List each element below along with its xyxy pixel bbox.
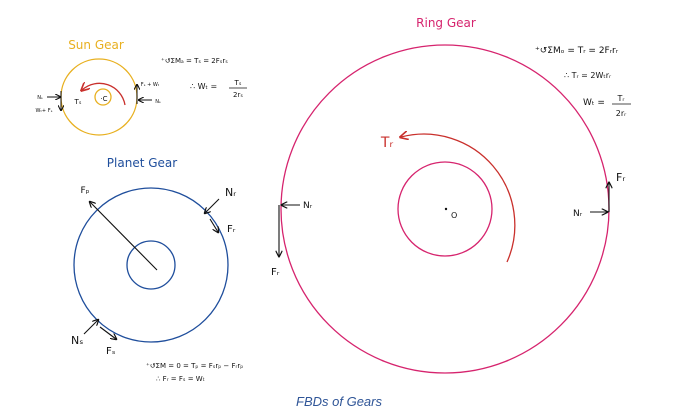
ring-eq-torque: ∴ Tᵣ = 2Wₜrᵣ	[564, 71, 612, 80]
sun-right-force-top: Fₛ + Wₜ	[141, 82, 160, 88]
planet-fs-arrow	[99, 326, 116, 339]
ring-torque-arrow	[401, 134, 516, 263]
sun-gear-group: Sun Gear ·C Tₛ Nₛ Wₜ+ Fₛ Fₛ + Wₜ Nₛ ⁺↺ΣM…	[36, 38, 247, 136]
ring-gear-group: Ring Gear Tᵣ O Nᵣ Fᵣ Nᵣ Fᵣ ⁺↺ΣMₒ = Tᵣ = …	[271, 16, 631, 374]
ring-gear-title: Ring Gear	[416, 16, 476, 30]
ring-center-label: O	[451, 211, 457, 220]
sun-eq-result-numerator: Tₛ	[234, 79, 242, 87]
planet-ns-arrow	[83, 320, 98, 335]
sun-left-force-top: Nₛ	[37, 95, 43, 101]
planet-fp-arrow	[90, 202, 158, 271]
ring-left-force-f: Fᵣ	[271, 267, 280, 278]
ring-gear-inner-circle	[397, 161, 493, 257]
planet-label-fr: Fᵣ	[227, 224, 236, 235]
ring-eq-w-prefix: Wₜ =	[583, 98, 605, 108]
ring-eq-w-numerator: Tᵣ	[617, 94, 626, 103]
sun-right-force-bottom: Nₛ	[155, 99, 161, 105]
ring-eq-w-denominator: 2rᵣ	[616, 109, 627, 118]
sun-torque-label: Tₛ	[74, 98, 82, 106]
figure-caption: FBDs of Gears	[296, 394, 382, 409]
ring-torque-label: Tᵣ	[380, 135, 394, 151]
planet-label-nr: Nᵣ	[225, 186, 236, 199]
sun-gear-outer-circle	[60, 58, 138, 136]
sun-center-label: ·C	[100, 95, 107, 103]
sun-eq-result-denominator: 2rₛ	[233, 91, 243, 99]
planet-label-ns: Nₛ	[71, 334, 83, 347]
sun-left-force-bottom: Wₜ+ Fₛ	[36, 108, 53, 114]
planet-eq-result: ∴ Fᵣ = Fₛ = Wₜ	[156, 375, 205, 383]
ring-center-dot	[444, 207, 448, 211]
ring-right-force-n: Nᵣ	[573, 209, 583, 219]
sun-eq-result-prefix: ∴ Wₜ =	[190, 82, 217, 91]
planet-label-fs: Fₛ	[106, 346, 116, 357]
planet-gear-inner-circle	[126, 240, 176, 290]
planet-label-fp: Fₚ	[80, 186, 89, 196]
sun-torque-arrow	[82, 83, 126, 106]
sun-eq-moment: ⁺↺ΣMₐ = Tₛ = 2Fₛrₛ	[161, 57, 228, 65]
planet-gear-outer-circle	[73, 187, 229, 343]
planet-nr-arrow	[205, 198, 220, 213]
ring-left-force-n: Nᵣ	[303, 201, 313, 211]
ring-right-force-f: Fᵣ	[616, 171, 625, 184]
ring-eq-moment: ⁺↺ΣMₒ = Tᵣ = 2Fᵣrᵣ	[535, 46, 619, 56]
sun-gear-inner-circle	[94, 88, 112, 106]
planet-fr-arrow	[209, 218, 218, 232]
planet-eq-moment: ⁺↺ΣM = 0 = Tₚ = Fₛrₚ − Fᵣrₚ	[146, 362, 243, 370]
planet-gear-group: Planet Gear Fₚ Nᵣ Fᵣ Nₛ Fₛ ⁺↺ΣM = 0 = Tₚ…	[71, 156, 243, 383]
sun-gear-title: Sun Gear	[68, 38, 124, 52]
planet-gear-title: Planet Gear	[107, 156, 177, 170]
